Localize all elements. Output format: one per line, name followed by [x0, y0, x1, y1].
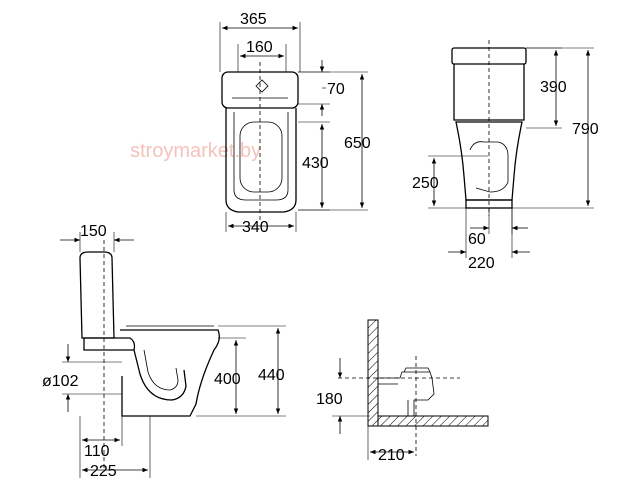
- watermark-text: stroymarket.by: [130, 140, 261, 162]
- side-cistern-outline: [79, 251, 115, 339]
- side-trap-outer: [133, 349, 187, 401]
- wall-hatch: [367, 319, 379, 427]
- dim-outlet-width: 60: [468, 231, 486, 248]
- side-view: 150 ø102 400 440 110 225: [42, 223, 286, 480]
- dim-inlet-height: 180: [316, 391, 343, 408]
- install-view: 180 210: [316, 319, 489, 464]
- top-bowl-outline: [225, 108, 297, 213]
- dim-outlet-distance: 225: [90, 463, 117, 480]
- dim-front-base-width: 220: [468, 255, 495, 272]
- front-view: 390 790 250 60 220: [412, 40, 599, 272]
- side-cistern-base: [83, 337, 136, 351]
- top-seat-outline: [233, 112, 289, 201]
- side-trap-inner: [143, 349, 179, 391]
- top-bowl-opening: [239, 121, 283, 193]
- dim-cistern-offset: 150: [80, 223, 107, 240]
- flush-button-icon: [255, 79, 269, 93]
- dim-seat-height: 400: [214, 371, 241, 388]
- dim-overall-height: 790: [572, 121, 599, 138]
- install-fitting-outline: [378, 371, 435, 416]
- dim-inlet-width: 160: [246, 39, 273, 56]
- dim-base-width: 340: [242, 219, 269, 236]
- dim-outlet-offset: 110: [84, 443, 110, 460]
- front-trap-outline: [469, 141, 509, 193]
- side-outlet-pipe: [121, 376, 150, 417]
- dim-pipe-diameter: ø102: [42, 373, 79, 390]
- dim-overall-width: 365: [240, 11, 267, 28]
- side-bowl-outline: [120, 329, 220, 417]
- dim-cistern-depth: 70: [327, 81, 345, 98]
- dim-bowl-depth: 430: [302, 155, 329, 172]
- dim-wall-distance: 210: [378, 447, 405, 464]
- floor-hatch: [377, 415, 489, 427]
- dim-overall-depth: 650: [344, 135, 371, 152]
- dim-cistern-height: 390: [540, 79, 567, 96]
- dim-rim-height: 440: [258, 367, 285, 384]
- dim-outlet-height: 250: [412, 175, 439, 192]
- top-view: 365 160 70 430 650 340: [219, 11, 371, 236]
